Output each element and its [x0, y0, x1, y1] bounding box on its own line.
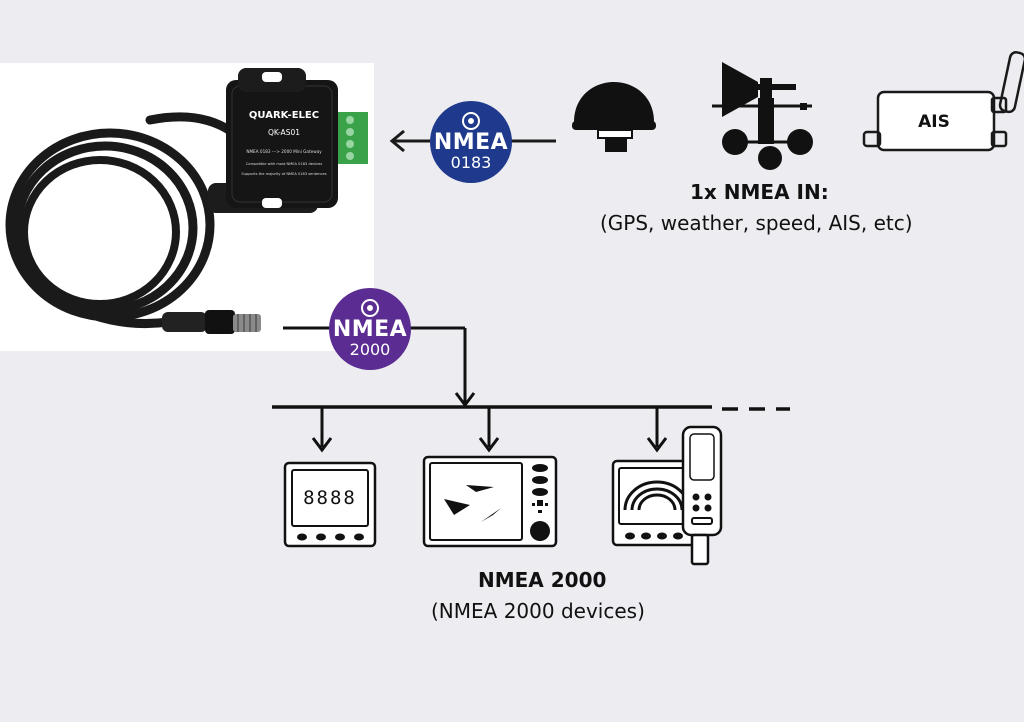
- connector-icon: [162, 310, 261, 334]
- nmea2000-badge: NMEA 2000: [329, 288, 411, 370]
- input-caption-title: 1x NMEA IN:: [690, 180, 829, 204]
- gateway-brand-label: QUARK-ELEC: [249, 110, 319, 121]
- output-caption-subtitle: (NMEA 2000 devices): [431, 599, 645, 623]
- gateway-model-label: QK-AS01: [268, 128, 300, 137]
- signal-icon: [462, 112, 480, 130]
- nmea0183-badge: NMEA 0183: [430, 101, 512, 183]
- gps-antenna-icon: [572, 82, 656, 152]
- gateway-desc-line1: NMEA 0183 ---> 2000 Mini Gateway: [246, 149, 322, 154]
- output-caption-title: NMEA 2000: [478, 568, 607, 592]
- weather-station-icon: [712, 62, 813, 170]
- input-caption-subtitle: (GPS, weather, speed, AIS, etc): [600, 211, 913, 235]
- ais-label: AIS: [918, 112, 950, 132]
- badge-title: NMEA: [332, 317, 408, 342]
- display-readout: 8888: [303, 487, 357, 509]
- vhf-radio-icon: [681, 425, 723, 566]
- gateway-desc-line2: Compatible with most NMEA 0183 devices: [246, 162, 322, 166]
- ais-transponder-icon: AIS: [862, 51, 1024, 152]
- chartplotter-icon: [422, 455, 558, 548]
- gateway-desc-line3: Supports the majority of NMEA 0183 sente…: [241, 172, 326, 176]
- badge-title: NMEA: [433, 130, 509, 155]
- cable-icon: [5, 112, 237, 329]
- gateway-device: QUARK-ELEC QK-AS01 NMEA 0183 ---> 2000 M…: [208, 68, 368, 213]
- digital-display-icon: 8888: [283, 461, 377, 548]
- badge-subtitle: 0183: [450, 153, 492, 172]
- badge-subtitle: 2000: [349, 340, 391, 359]
- signal-icon: [361, 299, 379, 317]
- nmea2000-bus: [272, 326, 790, 453]
